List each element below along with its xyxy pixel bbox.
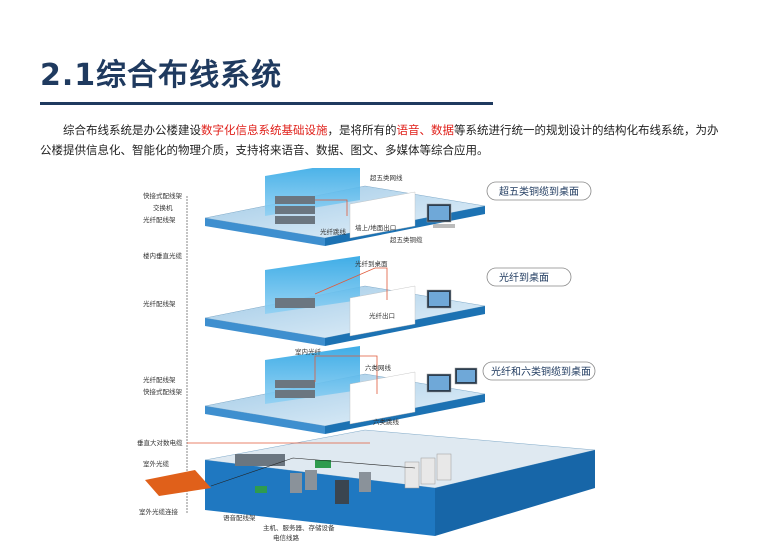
intro-text-3: 等系统进行统一的规划设计的结构化布线系统，为办公楼提供信息化、智能化的物理介质，… <box>40 123 719 157</box>
svg-text:超五类铜缆到桌面: 超五类铜缆到桌面 <box>499 185 579 198</box>
svg-text:光纤到桌面: 光纤到桌面 <box>499 271 549 284</box>
intro-highlight-data: 数据 <box>431 123 454 137</box>
label-quick-patch-1: 快接式配线架 <box>143 191 183 200</box>
floor-middle <box>204 256 486 346</box>
intro-text-1: 综合布线系统是办公楼建设 <box>63 123 201 137</box>
cabling-diagram: 快接式配线架 交换机 光纤配线架 楼内垂直光缆 光纤配线架 光纤配线架 快接式配… <box>115 160 615 552</box>
label-cat5e-copper: 超五类铜缆 <box>390 235 423 244</box>
callout-fiber-cat6: 光纤和六类铜缆到桌面 <box>482 361 596 381</box>
slide-title: 2.1综合布线系统 <box>40 58 283 93</box>
svg-text:光纤和六类铜缆到桌面: 光纤和六类铜缆到桌面 <box>491 365 591 378</box>
label-quick-patch-2: 快接式配线架 <box>143 387 183 396</box>
intro-paragraph: 综合布线系统是办公楼建设数字化信息系统基础设施，是将所有的语音、数据等系统进行统… <box>40 120 720 160</box>
intro-highlight-infra: 数字化信息系统基础设施 <box>201 123 328 137</box>
label-outdoor-fiber-link: 室外光缆连接 <box>139 507 179 516</box>
label-fiber-to-desk: 光纤到桌面 <box>355 259 388 268</box>
floor-top <box>204 160 486 246</box>
label-switch: 交换机 <box>153 203 173 212</box>
intro-highlight-voice: 语音 <box>396 123 420 137</box>
callout-cat5e: 超五类铜缆到桌面 <box>486 181 592 201</box>
intro-highlight-sep: 、 <box>419 123 432 137</box>
label-host-server-storage: 主机、服务器、存储设备 <box>263 523 335 532</box>
floor-labels: 超五类网线 墙上/地面出口 超五类铜缆 光纤跳线 光纤到桌面 光纤出口 室内光纤… <box>295 173 423 426</box>
label-vertical-fiber: 楼内垂直光缆 <box>143 251 183 260</box>
label-vertical-copper: 垂直大对数电缆 <box>137 438 183 447</box>
label-cat5e-cable: 超五类网线 <box>370 173 403 182</box>
floor-lower <box>204 346 486 434</box>
label-indoor-fiber: 室内光纤 <box>295 347 322 356</box>
label-fiber-patch-2: 光纤配线架 <box>143 299 176 308</box>
title-underline <box>40 102 493 105</box>
label-cat6-jumper: 六类跳线 <box>373 417 400 426</box>
label-fiber-jumper: 光纤跳线 <box>320 227 347 236</box>
callout-fiber: 光纤到桌面 <box>486 267 572 287</box>
left-labels: 快接式配线架 交换机 光纤配线架 楼内垂直光缆 光纤配线架 光纤配线架 快接式配… <box>137 191 183 516</box>
bottom-labels: 语音配线架 主机、服务器、存储设备 电信线路 <box>223 513 335 542</box>
label-fiber-outlet: 光纤出口 <box>369 311 395 320</box>
intro-text-2: ，是将所有的 <box>327 123 397 137</box>
label-telecom-line: 电信线路 <box>273 533 300 542</box>
label-fiber-patch-1: 光纤配线架 <box>143 215 176 224</box>
label-voice-patch: 语音配线架 <box>223 513 256 522</box>
label-outdoor-fiber: 室外光缆 <box>143 459 170 468</box>
label-cat6-cable: 六类网线 <box>365 363 392 372</box>
label-wall-outlet: 墙上/地面出口 <box>355 223 396 232</box>
floor-basement <box>145 429 596 536</box>
label-fiber-patch-3: 光纤配线架 <box>143 375 176 384</box>
